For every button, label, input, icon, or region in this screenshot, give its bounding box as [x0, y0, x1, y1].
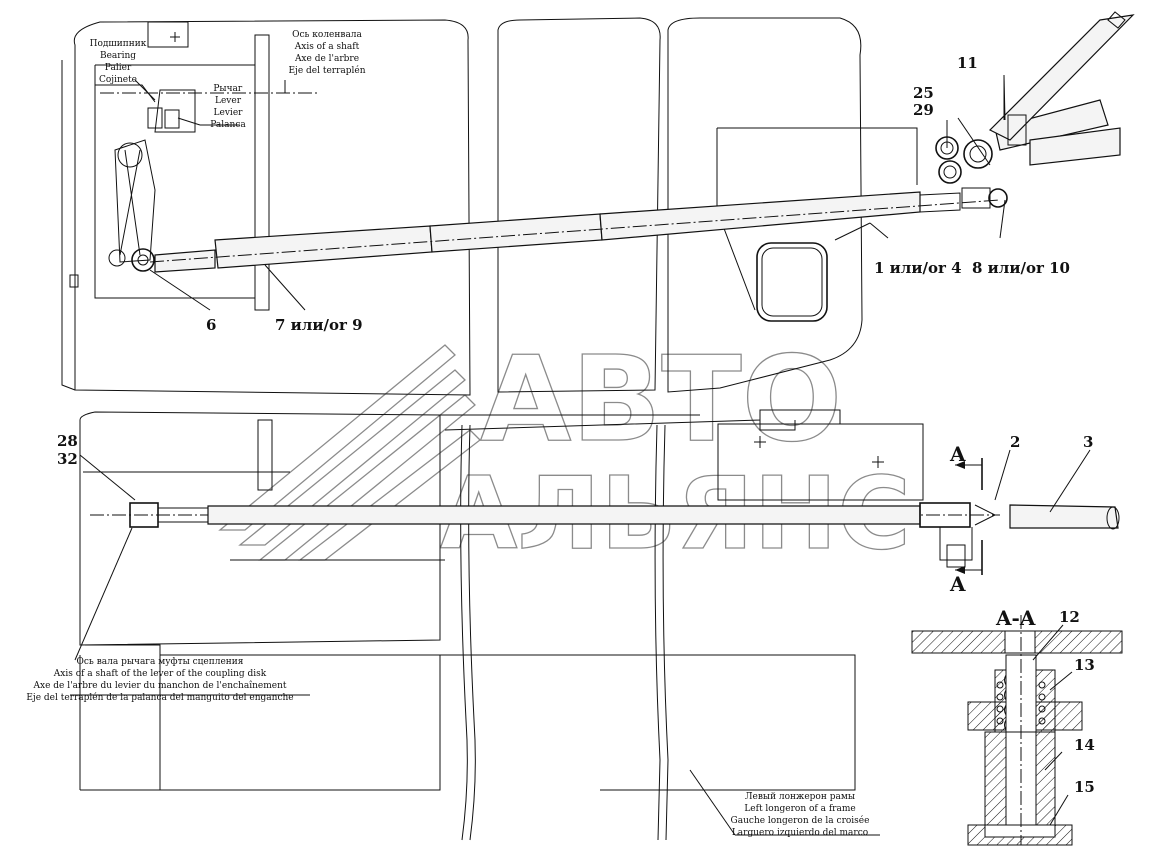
longeron-label-en: Left longeron of a frame — [744, 804, 855, 814]
callout-25: 25 — [913, 84, 934, 102]
crankshaft-label-en: Axis of a shaft — [294, 42, 360, 52]
callout-7-9: 7 или/or 9 — [275, 316, 363, 334]
cab-right-panel — [667, 17, 863, 393]
callout-13: 13 — [1074, 656, 1095, 674]
callout-6: 6 — [206, 316, 216, 334]
crossmember-block — [717, 423, 924, 501]
rod-end-2 — [919, 502, 971, 528]
longeron-label-fr: Gauche longeron de la croisée — [731, 815, 870, 826]
clutch-axis-label-en: Axis of a shaft of the lever of the coup… — [53, 669, 267, 679]
clutch-axis-label-ru: Ось вала рычага муфты сцепления — [77, 657, 244, 667]
watermark-line1: АВТО — [480, 330, 842, 468]
bearing-label-es: Cojinete — [99, 75, 137, 85]
clutch-axis-label-es: Eje del terraplén de la palanca del mang… — [26, 692, 293, 703]
callout-29: 29 — [913, 101, 934, 119]
pedal-lever — [114, 139, 156, 263]
bearing-label-ru: Подшипник — [90, 39, 147, 49]
callout-14: 14 — [1074, 736, 1095, 754]
top-view — [61, 11, 1135, 396]
longeron-line-1 — [460, 424, 468, 841]
crankshaft-label-es: Eje del terraplén — [288, 65, 365, 76]
cab-left-panel — [73, 19, 471, 396]
callout-2: 2 — [1010, 433, 1020, 451]
bearing-label-fr: Palier — [105, 63, 132, 73]
longeron-label-ru: Левый лонжерон рамы — [745, 792, 855, 802]
bearing-label-en: Bearing — [100, 51, 136, 61]
crankshaft-label-ru: Ось коленвала — [292, 30, 362, 40]
lower-rod — [207, 505, 921, 525]
lever-bracket — [154, 89, 196, 133]
callout-28: 28 — [57, 432, 78, 450]
callouts: 11 25 29 1 или/or 4 8 или/or 10 6 7 или/… — [57, 54, 1095, 796]
rod-1-4 — [599, 191, 921, 241]
bearing-block — [147, 107, 163, 129]
callout-11: 11 — [957, 54, 978, 72]
clutch-axis-label-fr: Axe de l'arbre du levier du manchon de l… — [33, 680, 287, 691]
window-recess — [756, 242, 828, 322]
pedal-shaft-11 — [994, 99, 1109, 151]
rod-7-9 — [214, 225, 433, 269]
cab-middle-panel — [497, 17, 661, 393]
lever-label-es: Palanca — [210, 120, 246, 130]
section-title: A-A — [995, 606, 1036, 630]
callout-12: 12 — [1059, 608, 1080, 626]
crankshaft-label-fr: Axe de l'arbre — [294, 54, 359, 64]
rod-end-joint-right — [988, 188, 1008, 208]
callout-3: 3 — [1083, 433, 1093, 451]
section-a-top-label: A — [949, 442, 966, 466]
lever-label-ru: Рычаг — [213, 84, 243, 94]
section-a-bottom-label: A — [949, 572, 966, 596]
bearing-label: Подшипник Bearing Palier Cojinete — [90, 39, 147, 85]
lever-label-fr: Levier — [214, 108, 244, 118]
callout-8-10: 8 или/or 10 — [972, 259, 1070, 277]
callout-32: 32 — [57, 450, 78, 468]
rod-end-joint-left — [131, 248, 155, 272]
bearing-housing — [147, 21, 189, 48]
longeron-label-es: Larguero izquierdo del marco — [732, 828, 868, 838]
callout-15: 15 — [1074, 778, 1095, 796]
lever-label: Рычаг Lever Levier Palanca — [210, 84, 246, 130]
frame-left-body — [79, 411, 441, 646]
crankshaft-label: Ось коленвала Axis of a shaft Axe de l'a… — [288, 30, 365, 76]
leader-lines — [70, 74, 1091, 836]
lever-label-en: Lever — [215, 96, 242, 106]
callout-1-4: 1 или/or 4 — [874, 259, 962, 277]
section-a-a — [911, 615, 1123, 846]
longeron-label: Левый лонжерон рамы Left longeron of a f… — [731, 792, 870, 838]
frame-view — [79, 409, 1120, 841]
clutch-axis-label: Ось вала рычага муфты сцепления Axis of … — [26, 657, 293, 703]
clutch-shaft-3 — [1009, 504, 1119, 529]
